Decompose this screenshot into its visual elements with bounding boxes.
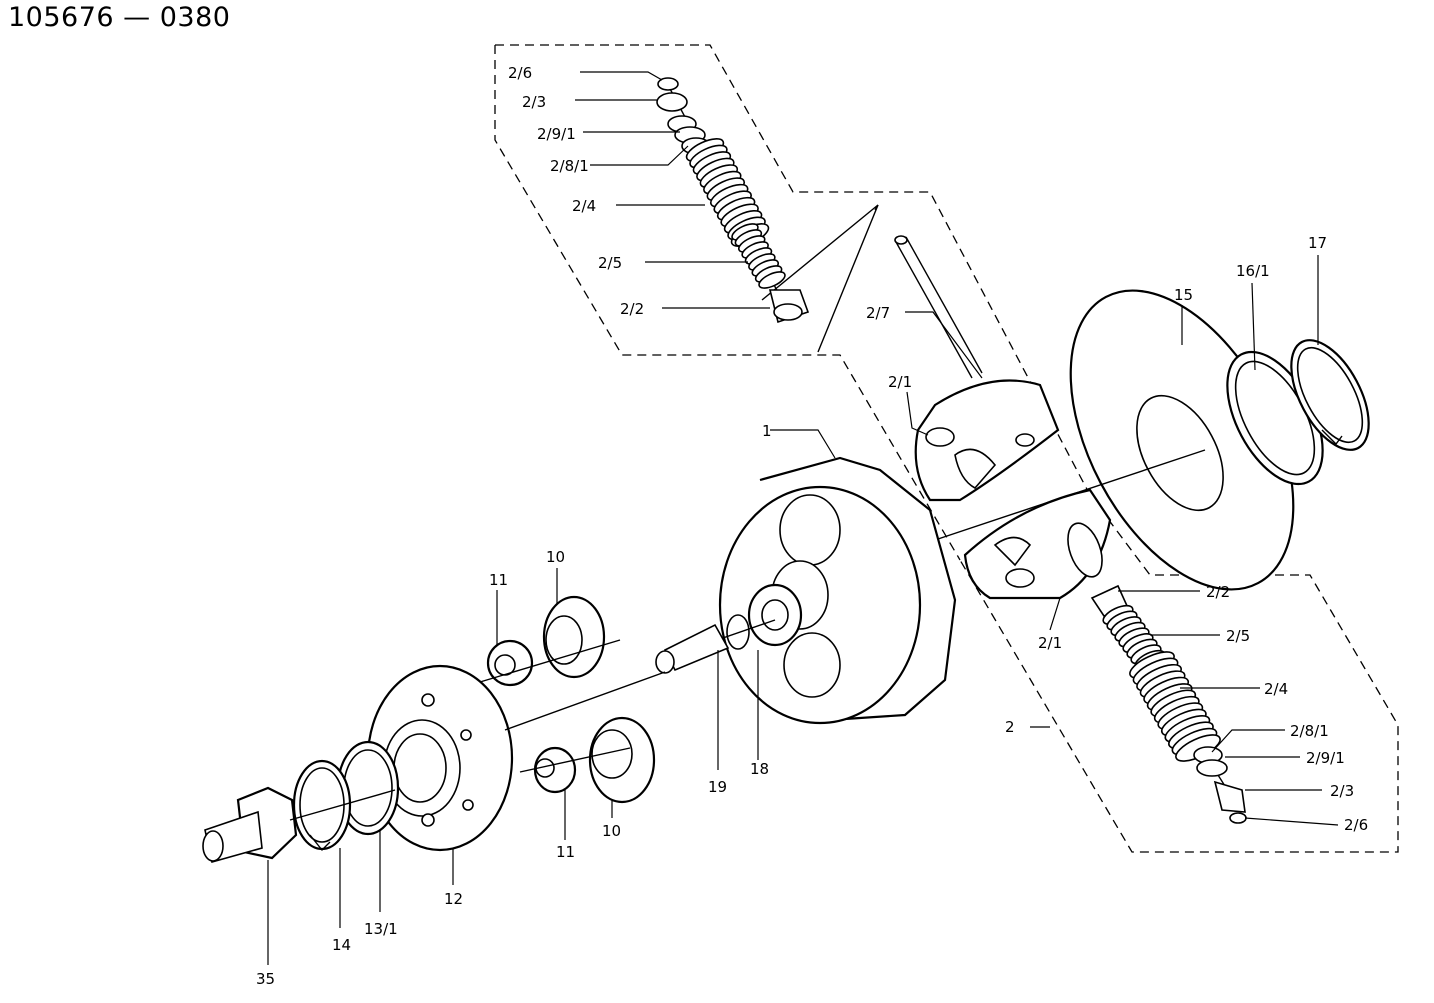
spring-stack-top bbox=[656, 77, 810, 324]
nut-part bbox=[202, 786, 396, 863]
circlip-part bbox=[1290, 339, 1370, 451]
callout-2-1-bottom: 2/1 bbox=[1038, 634, 1062, 652]
washer-ring-part bbox=[336, 740, 400, 836]
callout-17: 17 bbox=[1308, 234, 1327, 252]
bearing-top bbox=[542, 595, 606, 679]
callout-12: 12 bbox=[444, 890, 463, 908]
shoe-top bbox=[914, 379, 1060, 502]
boundary-notch bbox=[761, 204, 879, 301]
callout-2-4-top: 2/4 bbox=[572, 197, 596, 215]
callout-18: 18 bbox=[750, 760, 769, 778]
boundary-notch-line bbox=[817, 204, 879, 353]
document-number: 105676 — 0380 bbox=[8, 2, 231, 33]
spring-assembly-boundary-top bbox=[495, 44, 1091, 496]
spring-assembly-boundary-top-left bbox=[494, 45, 961, 561]
callout-1: 1 bbox=[762, 422, 772, 440]
spring-stack-bottom bbox=[1090, 584, 1247, 824]
callout-2-1-top: 2/1 bbox=[888, 373, 912, 391]
callout-2-7: 2/7 bbox=[866, 304, 890, 322]
pin-part bbox=[894, 235, 983, 379]
shoe-bottom bbox=[963, 488, 1112, 600]
callout-2-5-top: 2/5 bbox=[598, 254, 622, 272]
callout-19: 19 bbox=[708, 778, 727, 796]
leader-lines bbox=[267, 71, 1339, 965]
callout-11-bottom: 11 bbox=[556, 843, 575, 861]
callout-2-6-bottom: 2/6 bbox=[1344, 816, 1368, 834]
callout-2-9-1-top: 2/9/1 bbox=[537, 125, 576, 143]
spring-assembly-boundary-bottom bbox=[959, 494, 1399, 853]
callout-16-1: 16/1 bbox=[1236, 262, 1270, 280]
hub-part bbox=[366, 664, 666, 852]
callout-2-2-top: 2/2 bbox=[620, 300, 644, 318]
callout-2-3-top: 2/3 bbox=[522, 93, 546, 111]
callout-2-4-bottom: 2/4 bbox=[1264, 680, 1288, 698]
callout-2-5-bottom: 2/5 bbox=[1226, 627, 1250, 645]
bearing-bottom bbox=[588, 716, 656, 804]
callout-2-2-bottom: 2/2 bbox=[1206, 583, 1230, 601]
bushing-bottom bbox=[519, 746, 631, 794]
callout-10-top: 10 bbox=[546, 548, 565, 566]
callout-2-8-1-bottom: 2/8/1 bbox=[1290, 722, 1329, 740]
callout-13-1: 13/1 bbox=[364, 920, 398, 938]
callout-14: 14 bbox=[332, 936, 351, 954]
callout-2-9-1-bottom: 2/9/1 bbox=[1306, 749, 1345, 767]
drum-part bbox=[718, 456, 957, 725]
callout-15: 15 bbox=[1174, 286, 1193, 304]
callout-10-bottom: 10 bbox=[602, 822, 621, 840]
spring-coil bbox=[758, 271, 786, 289]
callout-35: 35 bbox=[256, 970, 275, 988]
callout-2: 2 bbox=[1005, 718, 1015, 736]
sleeve-part bbox=[655, 623, 730, 674]
bushing-top bbox=[479, 639, 621, 687]
callout-2-6-top: 2/6 bbox=[508, 64, 532, 82]
callout-11-top: 11 bbox=[489, 571, 508, 589]
callout-2-3-bottom: 2/3 bbox=[1330, 782, 1354, 800]
callout-2-8-1-top: 2/8/1 bbox=[550, 157, 589, 175]
